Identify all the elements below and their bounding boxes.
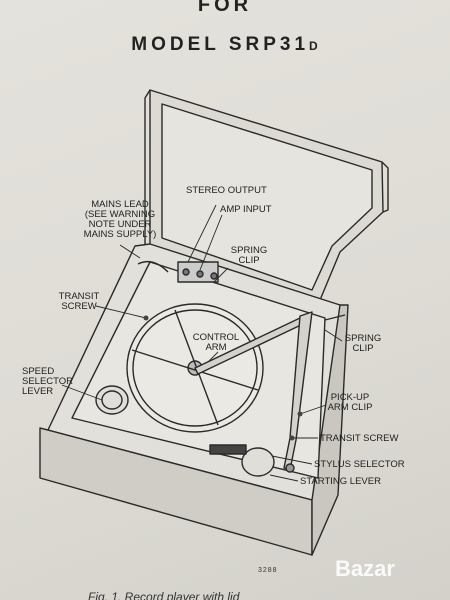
- label-transit-screw-left-line1: TRANSIT: [58, 291, 100, 302]
- label-control-arm: CONTROL ARM: [188, 333, 244, 353]
- label-spring-clip-right: SPRING CLIP: [340, 334, 386, 354]
- label-mains-lead-line4: MAINS SUPPLY): [83, 229, 157, 240]
- header-line-for: FOR: [197, 0, 253, 16]
- label-spring-clip-right-line2: CLIP: [352, 343, 374, 354]
- label-transit-screw-right: TRANSIT SCREW: [320, 433, 399, 444]
- label-spring-clip-top: SPRING CLIP: [226, 246, 272, 266]
- label-mains-lead-line2: (SEE WARNING: [84, 209, 156, 220]
- header-model-text: MODEL SRP31: [131, 34, 310, 55]
- watermark-logo: Bazar: [335, 556, 445, 590]
- figure-caption: Fig. 1. Record player with lid: [88, 590, 240, 600]
- label-amp-input: AMP INPUT: [220, 204, 272, 215]
- label-speed-selector: SPEED SELECTOR LEVER: [22, 367, 73, 397]
- label-transit-screw-left-line2: SCREW: [61, 301, 97, 312]
- label-speed-selector-line2: SELECTOR: [22, 376, 74, 387]
- brand-plate: [209, 444, 247, 455]
- label-pickup-arm-clip-line1: PICK-UP: [330, 392, 370, 403]
- label-transit-screw-left: TRANSIT SCREW: [54, 292, 104, 312]
- label-spring-clip-right-line1: SPRING: [344, 333, 382, 344]
- label-control-arm-line1: CONTROL: [192, 332, 240, 343]
- label-stylus-selector: STYLUS SELECTOR: [314, 459, 405, 470]
- speed-selector-dial: [95, 385, 129, 415]
- label-spring-clip-top-line1: SPRING: [230, 245, 268, 256]
- label-speed-selector-line1: SPEED: [22, 366, 55, 377]
- label-starting-lever: STARTING LEVER: [300, 476, 381, 487]
- base-side: [311, 304, 349, 556]
- label-stereo-output: STEREO OUTPUT: [186, 185, 267, 196]
- starting-lever-dial: [241, 447, 275, 477]
- watermark-text: Bazar: [335, 556, 395, 581]
- header-model: MODEL SRP31D: [0, 34, 450, 56]
- label-pickup-arm-clip-line2: ARM CLIP: [327, 402, 373, 413]
- label-pickup-arm-clip: PICK-UP ARM CLIP: [322, 393, 378, 413]
- label-spring-clip-top-line2: CLIP: [238, 255, 260, 266]
- label-speed-selector-line3: LEVER: [22, 386, 54, 397]
- header-model-suffix: D: [309, 39, 319, 53]
- label-mains-lead-line3: NOTE UNDER: [88, 219, 152, 230]
- label-mains-lead: MAINS LEAD (SEE WARNING NOTE UNDER MAINS…: [80, 200, 160, 240]
- label-control-arm-line2: ARM: [205, 342, 227, 353]
- figure-number: 3288: [258, 567, 278, 574]
- label-mains-lead-line1: MAINS LEAD: [91, 199, 149, 210]
- lid-inner-panel: [161, 103, 373, 291]
